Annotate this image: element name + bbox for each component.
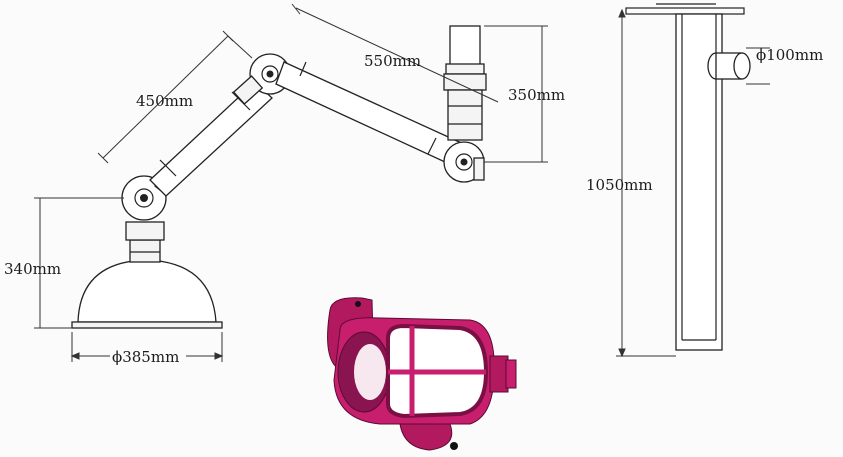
extraction-hood: [71, 221, 223, 329]
right-joint: [443, 141, 485, 183]
dimension-label-350: 350mm: [508, 86, 565, 104]
dimension-label-100: ϕ100mm: [756, 46, 823, 64]
long-arm-segment: [275, 61, 469, 169]
dimension-label-1050: 1050mm: [586, 176, 653, 194]
dimension-label-450: 450mm: [136, 92, 193, 110]
duct-column: [625, 3, 751, 351]
extraction-arm: [71, 25, 487, 329]
upper-arm-segment: [149, 81, 273, 197]
column-dimension-lines: [616, 8, 770, 358]
dimension-label-340: 340mm: [4, 260, 61, 278]
dimension-label-385: ϕ385mm: [112, 348, 179, 366]
joint-photo: [327, 297, 517, 451]
dimension-lines: [34, 3, 548, 362]
drop-tube: [443, 25, 487, 141]
dimension-label-550: 550mm: [364, 52, 421, 70]
